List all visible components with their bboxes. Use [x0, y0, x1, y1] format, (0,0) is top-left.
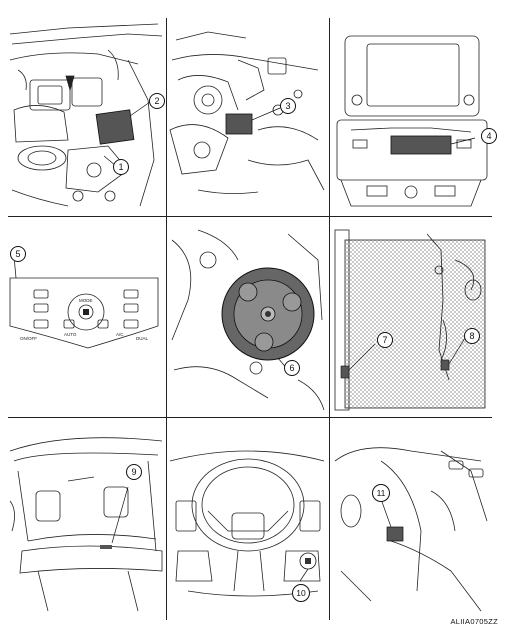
on-off-label: ON/OFF — [20, 336, 37, 341]
engine-room-left-illustration — [9, 23, 163, 207]
panel-dashboard — [8, 421, 164, 617]
callout-2: 2 — [149, 93, 165, 109]
condenser-illustration — [334, 229, 486, 411]
callout-10: 10 — [292, 584, 310, 602]
callout-9: 9 — [126, 464, 142, 480]
panel-engine-room-left — [8, 20, 164, 214]
grid-divider-h2 — [8, 417, 492, 418]
callout-7: 7 — [377, 332, 393, 348]
auto-label: AUTO — [64, 332, 77, 337]
callout-3: 3 — [280, 98, 296, 114]
callout-1: 1 — [113, 159, 129, 175]
callout-8: 8 — [464, 328, 480, 344]
grid-divider-v1 — [166, 18, 167, 620]
ac-label: A/C — [116, 332, 124, 337]
callout-5: 5 — [10, 246, 26, 262]
steering-illustration — [169, 450, 325, 597]
grid-divider-h1 — [8, 216, 492, 217]
panel-instrument-center — [331, 20, 492, 214]
compressor-illustration — [171, 229, 325, 411]
dashboard-illustration — [9, 437, 163, 612]
panel-steering — [168, 421, 327, 617]
panel-footwell — [331, 421, 492, 617]
callout-4: 4 — [481, 128, 497, 144]
panel-ac-control: MODE ON/OFF AUTO A/C DUAL — [8, 220, 164, 414]
dual-label: DUAL — [136, 336, 149, 341]
mode-label: MODE — [79, 298, 93, 303]
engine-room-center-illustration — [169, 31, 325, 194]
instrument-center-illustration — [336, 35, 488, 207]
reference-code: ALIIA0705ZZ — [450, 617, 498, 626]
ac-control-illustration: MODE ON/OFF AUTO A/C DUAL — [9, 255, 159, 349]
panel-compressor — [168, 220, 327, 414]
panel-engine-room-center — [168, 20, 327, 214]
callout-11: 11 — [372, 484, 390, 502]
grid-divider-v2 — [329, 18, 330, 620]
footwell-illustration — [334, 447, 488, 612]
panel-condenser — [331, 220, 492, 414]
callout-6: 6 — [284, 360, 300, 376]
